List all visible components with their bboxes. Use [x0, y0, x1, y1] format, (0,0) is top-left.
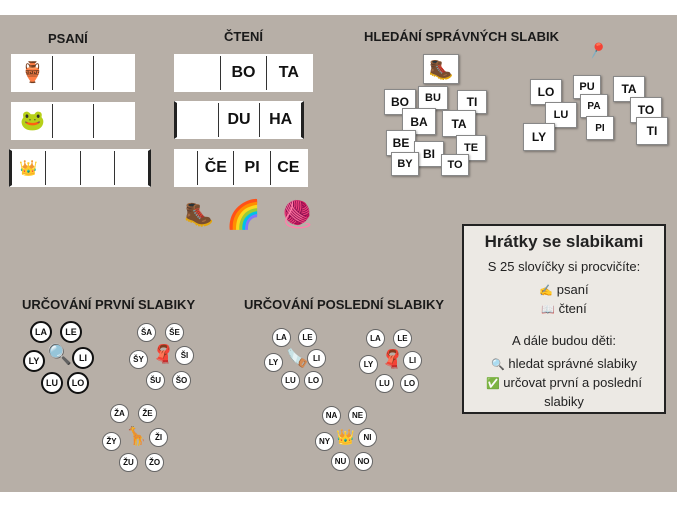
boot-icon: 🥾 — [184, 201, 214, 228]
syllable-circle: NI — [358, 428, 377, 447]
magnifier-icon: 🔍 — [491, 359, 505, 371]
rainbow-icon: 🌈 — [226, 199, 261, 230]
syllable-circle: LI — [307, 349, 326, 368]
syllable-cell: HA — [259, 103, 301, 137]
syllable-circle: LE — [60, 321, 82, 343]
book-icon: 📖 — [541, 304, 555, 316]
syllable-circle: ŠI — [175, 346, 194, 365]
syllable-cell: DU — [217, 103, 260, 137]
info-box: Hrátky se slabikami S 25 slovíčky si pro… — [462, 224, 666, 414]
writing-row-1: 🏺 — [11, 54, 135, 92]
syllable-circle: NY — [315, 432, 334, 451]
syllable-circle: ŠO — [172, 371, 191, 390]
magnifier-icon: 🔍 — [47, 344, 72, 366]
saw-icon: 🪚 — [286, 348, 309, 368]
giraffe-icon: 🦒 — [125, 426, 148, 446]
crown-icon: 👑 — [19, 159, 38, 177]
scarf-icon: 🧣 — [152, 344, 175, 364]
search-title: HLEDÁNÍ SPRÁVNÝCH SLABIK — [364, 29, 560, 44]
frog-icon: 🐸 — [20, 110, 46, 132]
syllable-circle: ŽU — [119, 453, 138, 472]
last-syllable-title: URČOVÁNÍ POSLEDNÍ SLABIKY — [244, 297, 445, 312]
writing-title: PSANÍ — [48, 31, 88, 46]
scarf-icon: 🧣 — [381, 349, 404, 369]
syllable-circle: LA — [30, 321, 52, 343]
writing-row-3: 👑 — [9, 149, 151, 187]
writing-row-2: 🐸 — [11, 102, 135, 140]
syllable-circle: LE — [393, 329, 412, 348]
syllable-card: LY — [523, 123, 555, 151]
crown-icon: 👑 — [336, 429, 355, 446]
syllable-circle: ŠE — [165, 323, 184, 342]
syllable-circle: LO — [400, 374, 419, 393]
syllable-circle: NU — [331, 452, 350, 471]
syllable-circle: NA — [322, 406, 341, 425]
syllable-circle: LY — [23, 350, 45, 372]
syllable-cell: PI — [233, 151, 269, 185]
syllable-card: TA — [442, 110, 476, 137]
syllable-circle: LU — [375, 374, 394, 393]
syllable-circle: LO — [304, 371, 323, 390]
first-syllable-title: URČOVÁNÍ PRVNÍ SLABIKY — [22, 297, 196, 312]
syllable-card: BY — [391, 152, 419, 176]
info-item-reading: 📖 čtení — [541, 301, 587, 316]
info-line2: A dále budou děti: — [511, 333, 617, 348]
reading-title: ČTENÍ — [224, 29, 263, 44]
syllable-card: PA — [580, 94, 608, 118]
syllable-card: TO — [441, 154, 469, 176]
vase-icon: 🏺 — [20, 62, 46, 84]
syllable-circle: LU — [41, 372, 63, 394]
syllable-card: BU — [418, 86, 448, 110]
syllable-circle: LI — [72, 347, 94, 369]
syllable-circle: ŽY — [102, 432, 121, 451]
syllable-cell: TA — [265, 56, 311, 90]
syllable-cell: ČE — [197, 151, 233, 185]
info-line1: S 25 slovíčky si procvičíte: — [487, 259, 641, 274]
syllable-card: TI — [636, 117, 668, 145]
syllable-card: LO — [530, 79, 562, 105]
info-item-search: 🔍 hledat správné slabiky — [491, 356, 637, 371]
syllable-circle: LU — [281, 371, 300, 390]
syllable-circle: ŠU — [146, 371, 165, 390]
info-heading: Hrátky se slabikami — [484, 232, 644, 251]
syllable-circle: ŽO — [145, 453, 164, 472]
syllable-circle: LY — [264, 353, 283, 372]
syllable-circle: LO — [67, 372, 89, 394]
syllable-circle: LA — [272, 328, 291, 347]
syllable-circle: NO — [354, 452, 373, 471]
syllable-cell: BO — [220, 56, 265, 90]
pencil-icon: ✍️ — [539, 285, 554, 297]
syllable-circle: ŽA — [110, 404, 129, 423]
hat-icon: 🧶 — [281, 199, 314, 229]
syllable-card: BI — [414, 141, 444, 167]
syllable-circle: NE — [348, 406, 367, 425]
syllable-cell: CE — [269, 151, 306, 185]
syllable-circle: ŠA — [137, 323, 156, 342]
syllable-circle: LE — [298, 328, 317, 347]
syllable-circle: LY — [359, 355, 378, 374]
syllable-circle: ŽE — [138, 404, 157, 423]
info-item-classify: ✅ určovat první a poslední slabiky — [485, 375, 643, 409]
info-item-writing: ✍️ psaní — [539, 282, 589, 297]
checkmark-icon: ✅ — [485, 378, 500, 390]
syllable-circle: LI — [403, 351, 422, 370]
syllable-card: PI — [586, 116, 614, 140]
syllable-circle: ŠY — [129, 350, 148, 369]
syllable-circle: LA — [366, 329, 385, 348]
boot-icon: 🥾 — [423, 54, 459, 84]
syllable-circle: ŽI — [149, 428, 168, 447]
syllable-card: BO — [384, 89, 416, 115]
